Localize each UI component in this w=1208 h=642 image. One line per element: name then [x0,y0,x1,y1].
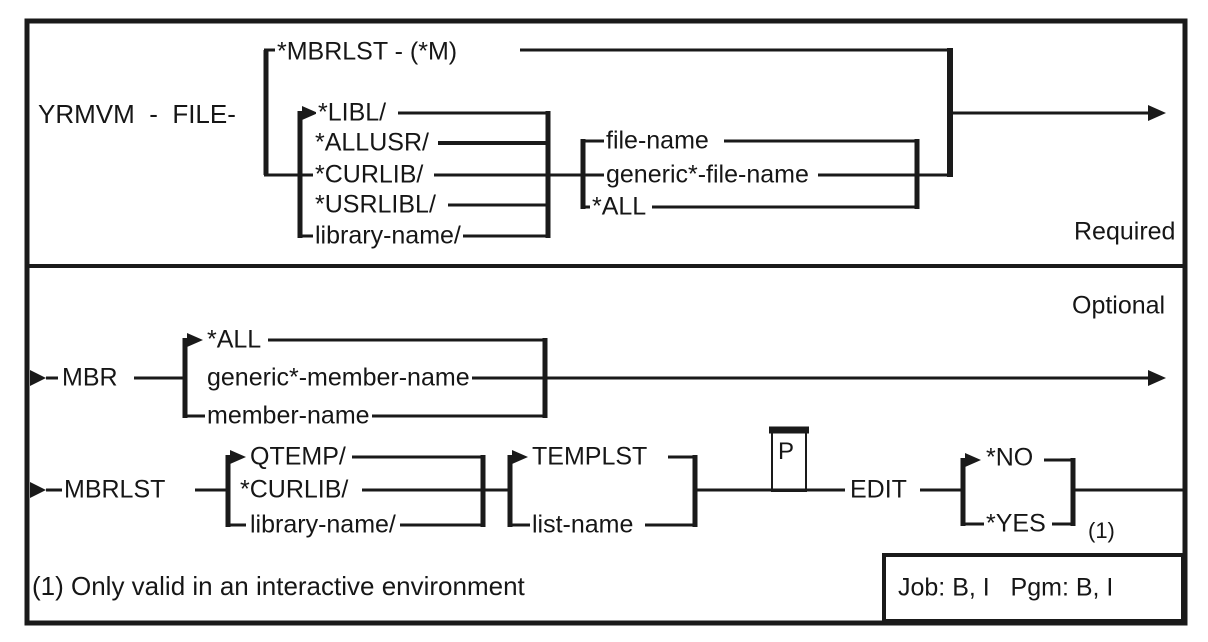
prompt-marker-label: P [778,438,795,465]
mbrlst-rail-group [46,455,698,527]
job-pgm-box [882,553,1185,623]
continue-arrow-icon [1148,370,1166,386]
edit-footnote-ref: (1) [1086,518,1117,543]
mbrlst-lib-option-qtemp: QTEMP/ [248,442,348,471]
default-arrow-icon [965,453,981,467]
file-option-mbrlst: *MBRLST - (*M) [275,37,460,66]
optional-label: Optional [1070,291,1168,320]
edit-option-no: *NO [984,443,1036,472]
mbr-option-generic: generic*-member-name [205,363,472,392]
mbrlst-label: MBRLST [62,475,168,504]
entry-arrow-icon [30,370,46,386]
required-label: Required [1072,217,1178,246]
command-label: YRMVM - FILE- [36,99,238,129]
file-lib-option-usrlibl: *USRLIBL/ [313,190,438,219]
mbrlst-list-option-list-name: list-name [530,510,636,539]
entry-arrow-icon [30,482,46,498]
file-lib-option-library-name: library-name/ [313,221,463,250]
file-name-option: file-name [604,126,711,155]
diagram-frame [24,18,1188,626]
file-generic-option: generic*-file-name [604,160,811,189]
default-arrow-icon [187,333,203,347]
default-arrow-icon [230,450,246,464]
mbrlst-lib-option-library-name: library-name/ [248,510,398,539]
footnote-text: (1) Only valid in an interactive environ… [30,571,527,601]
mbr-option-all: *ALL [205,325,264,354]
mbr-option-member-name: member-name [205,401,372,430]
default-arrow-icon [302,106,318,120]
job-pgm-label: Job: B, I Pgm: B, I [898,573,1114,602]
arrow-icons [30,105,1166,498]
edit-option-yes: *YES [984,509,1048,538]
edit-rail-group [695,458,1185,526]
file-rail-group [263,48,1150,238]
file-lib-option-libl: *LIBL/ [316,98,389,127]
edit-label: EDIT [848,475,909,504]
continue-arrow-icon [1148,105,1166,121]
file-all-option: *ALL [590,192,649,221]
mbr-label: MBR [60,363,120,392]
file-lib-option-allusr: *ALLUSR/ [313,128,431,157]
default-arrow-icon [512,450,528,464]
mbrlst-list-option-templst: TEMPLST [530,442,650,471]
mbrlst-lib-option-curlib: *CURLIB/ [238,475,351,504]
file-lib-option-curlib: *CURLIB/ [313,160,426,189]
